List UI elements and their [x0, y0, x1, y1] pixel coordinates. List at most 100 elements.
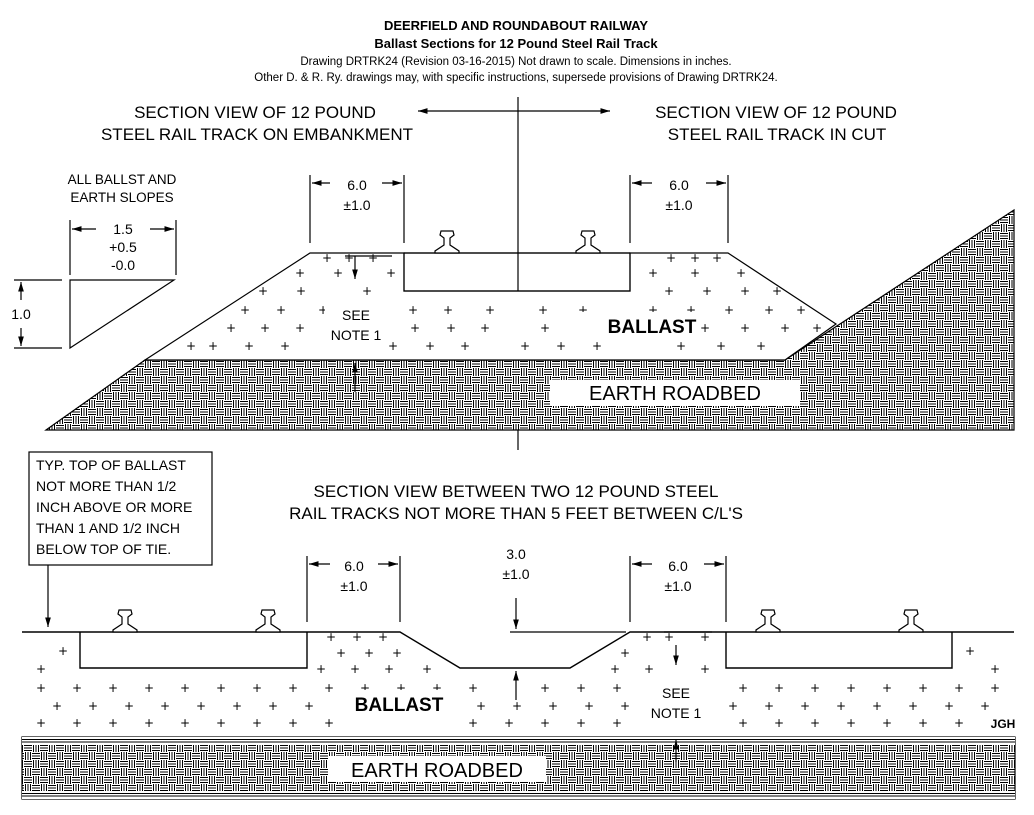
svg-text:+: +	[664, 630, 674, 644]
rail-bottom-4	[898, 609, 924, 633]
svg-text:+: +	[700, 662, 710, 676]
svg-text:+: +	[425, 339, 435, 353]
note-line1: TYP. TOP OF BALLAST	[36, 457, 186, 473]
svg-text:+: +	[304, 699, 314, 713]
svg-text:+: +	[296, 284, 306, 298]
slope-label-line2: EARTH SLOPES	[70, 190, 173, 205]
svg-text:+: +	[796, 303, 806, 317]
svg-text:+: +	[716, 339, 726, 353]
svg-text:+: +	[664, 284, 674, 298]
svg-text:+: +	[58, 644, 68, 658]
earth-roadbed-label-top: EARTH ROADBED	[589, 383, 761, 405]
svg-text:+: +	[810, 681, 820, 695]
svg-text:+: +	[52, 699, 62, 713]
rail-bottom-2	[255, 609, 281, 633]
svg-text:+: +	[772, 284, 782, 298]
railway-title: DEERFIELD AND ROUNDABOUT RAILWAY	[384, 18, 648, 33]
svg-text:+: +	[612, 716, 622, 730]
svg-text:+: +	[908, 699, 918, 713]
dim-shoulder-value-br: 6.0	[668, 558, 688, 574]
svg-text:+: +	[368, 251, 378, 265]
svg-text:+: +	[724, 303, 734, 317]
supersede-line: Other D. & R. Ry. drawings may, with spe…	[254, 72, 777, 84]
svg-text:+: +	[240, 303, 250, 317]
dim-shoulder-tol-cut: ±1.0	[665, 197, 692, 213]
svg-text:+: +	[480, 321, 490, 335]
svg-text:+: +	[352, 630, 362, 644]
slope-legend: ALL BALLST AND EARTH SLOPES 1.5 +0.5 -0.…	[11, 172, 177, 350]
svg-text:+: +	[295, 266, 305, 280]
svg-text:+: +	[764, 303, 774, 317]
svg-text:+: +	[196, 699, 206, 713]
earth-roadbed-top	[44, 208, 1015, 431]
svg-text:+: +	[610, 662, 620, 676]
dim-center-value: 3.0	[506, 546, 526, 562]
embankment-title-line2: STEEL RAIL TRACK ON EMBANKMENT	[101, 125, 413, 144]
svg-text:+: +	[232, 699, 242, 713]
svg-text:+: +	[676, 339, 686, 353]
ballast-texture-bottom: ++ +++ +++ ++++ ++++ +++ ++ ++++++++++++…	[36, 630, 1000, 730]
dim-center-tol: ±1.0	[502, 566, 529, 582]
svg-text:+: +	[666, 251, 676, 265]
svg-text:+: +	[740, 321, 750, 335]
svg-text:+: +	[336, 646, 346, 660]
drafter-initials: JGH	[991, 717, 1016, 731]
svg-text:+: +	[410, 321, 420, 335]
svg-text:+: +	[268, 699, 278, 713]
svg-text:+: +	[244, 339, 254, 353]
svg-text:+: +	[980, 699, 990, 713]
svg-text:+: +	[702, 284, 712, 298]
rail-cut	[575, 230, 601, 254]
svg-text:+: +	[556, 339, 566, 353]
svg-text:+: +	[620, 646, 630, 660]
svg-text:+: +	[316, 662, 326, 676]
svg-text:+: +	[836, 699, 846, 713]
svg-text:+: +	[540, 321, 550, 335]
svg-text:+: +	[326, 630, 336, 644]
double-track-title-line1: SECTION VIEW BETWEEN TWO 12 POUND STEEL	[314, 482, 719, 501]
svg-text:+: +	[180, 681, 190, 695]
rail-embankment	[434, 230, 460, 254]
svg-text:+: +	[712, 251, 722, 265]
svg-text:+: +	[386, 266, 396, 280]
dim-shoulder-value-cut: 6.0	[669, 177, 689, 193]
svg-text:+: +	[738, 681, 748, 695]
svg-text:+: +	[422, 662, 432, 676]
svg-text:+: +	[288, 716, 298, 730]
svg-text:+: +	[872, 699, 882, 713]
svg-text:+: +	[72, 681, 82, 695]
svg-text:+: +	[774, 681, 784, 695]
svg-text:+: +	[944, 699, 954, 713]
svg-text:+: +	[392, 646, 402, 660]
svg-text:+: +	[252, 716, 262, 730]
svg-text:+: +	[690, 251, 700, 265]
svg-text:+: +	[812, 321, 822, 335]
svg-text:+: +	[216, 681, 226, 695]
svg-text:+: +	[208, 339, 218, 353]
note1-label-top: NOTE 1	[331, 327, 382, 343]
svg-text:+: +	[882, 681, 892, 695]
svg-text:+: +	[576, 681, 586, 695]
svg-text:+: +	[252, 681, 262, 695]
svg-text:+: +	[512, 699, 522, 713]
svg-text:+: +	[276, 303, 286, 317]
svg-text:+: +	[216, 716, 226, 730]
see-label-top: SEE	[342, 307, 370, 323]
cut-title-line1: SECTION VIEW OF 12 POUND	[655, 103, 897, 122]
svg-text:+: +	[648, 266, 658, 280]
svg-text:+: +	[36, 716, 46, 730]
rail-bottom-3	[755, 609, 781, 633]
svg-text:+: +	[504, 716, 514, 730]
dim-shoulder-bottom-right: 6.0 ±1.0	[629, 556, 727, 622]
slope-run-plus: +0.5	[109, 239, 137, 255]
svg-text:+: +	[780, 321, 790, 335]
svg-text:+: +	[740, 284, 750, 298]
svg-text:+: +	[180, 716, 190, 730]
double-track-title-line2: RAIL TRACKS NOT MORE THAN 5 FEET BETWEEN…	[289, 504, 743, 523]
svg-text:+: +	[736, 266, 746, 280]
svg-text:+: +	[965, 644, 975, 658]
see-label-bottom: SEE	[662, 685, 690, 701]
svg-text:+: +	[540, 716, 550, 730]
dim-shoulder-value: 6.0	[347, 177, 367, 193]
